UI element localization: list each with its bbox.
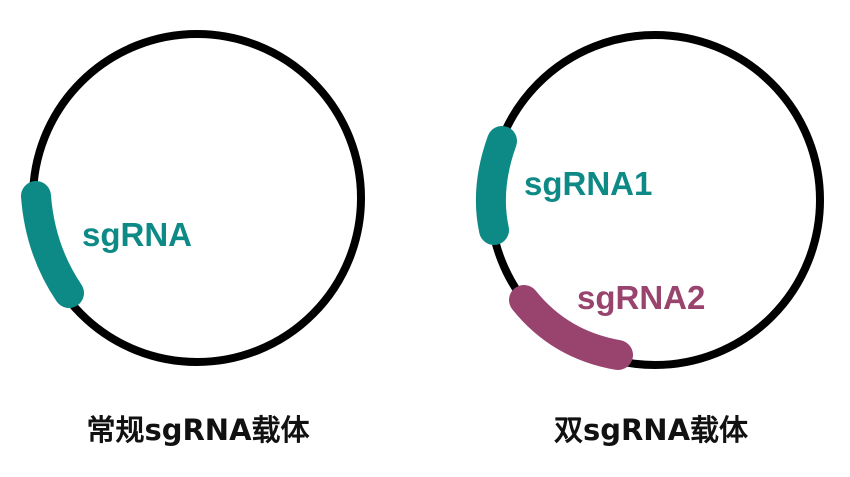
conventional-plasmid-circle: [29, 30, 365, 366]
sgrna-insert-segment: [21, 181, 84, 308]
dual-vector: sgRNA1 sgRNA2 双sgRNA载体: [475, 31, 824, 447]
sgrna-label: sgRNA: [82, 216, 192, 253]
sgrna2-insert-segment: [509, 285, 633, 370]
conventional-vector-caption: 常规sgRNA载体: [86, 413, 310, 447]
sgrna2-label: sgRNA2: [577, 279, 705, 316]
sgrna1-label: sgRNA1: [524, 165, 652, 202]
sgrna1-insert-segment: [475, 126, 517, 245]
dual-vector-caption: 双sgRNA载体: [554, 413, 749, 447]
conventional-vector: sgRNA 常规sgRNA载体: [21, 30, 365, 447]
